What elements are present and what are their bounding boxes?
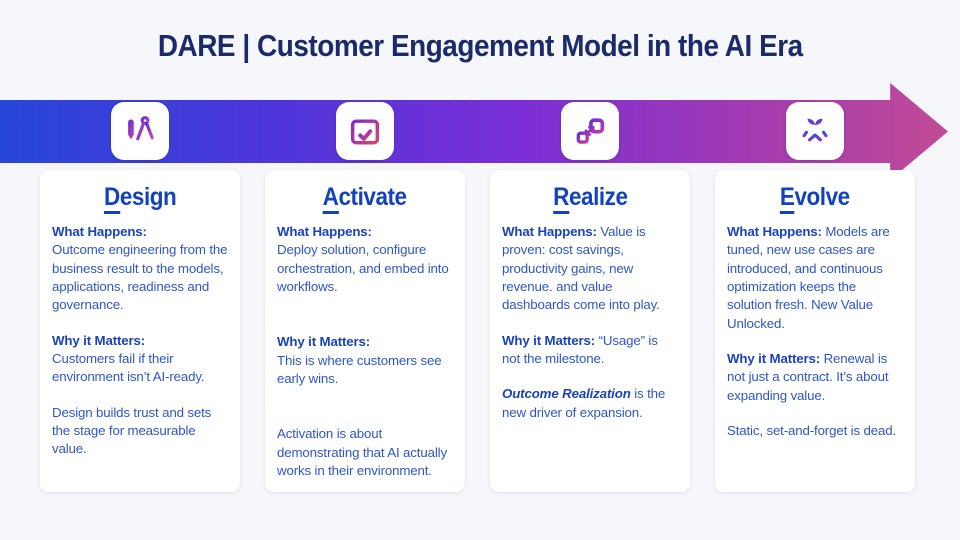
what-happens-text: Value is proven: cost savings, productiv… — [502, 224, 660, 313]
design-stage-icon-tile — [111, 102, 169, 160]
page-title: DARE | Customer Engagement Model in the … — [0, 28, 960, 64]
stage-body: What Happens: Models are tuned, new use … — [715, 223, 915, 440]
expand-scale-icon — [576, 118, 605, 144]
what-happens-section: What Happens: Outcome engineering from th… — [52, 223, 228, 315]
stage-name-rest: esign — [119, 183, 177, 211]
why-it-matters-label: Why it Matters: — [52, 332, 146, 348]
why-it-matters-section: Why it Matters: Customers fail if their e… — [52, 332, 228, 387]
stage-heading-design: Design — [40, 183, 240, 214]
why-it-matters-text: Customers fail if their environment isn’… — [52, 351, 205, 385]
why-it-matters-text: Renewal is not just a contract. It’s abo… — [727, 351, 889, 403]
why-it-matters-text: “Usage” is not the milestone. — [502, 332, 658, 367]
stage-body: What Happens: Outcome engineering from th… — [40, 223, 240, 459]
stage-initial: D — [103, 183, 120, 214]
what-happens-text: Outcome engineering from the business re… — [52, 242, 228, 313]
closing-section: Activation is about demonstrating that A… — [277, 425, 453, 480]
stage-name-rest: volve — [794, 183, 851, 211]
closing-section: Design builds trust and sets the stage f… — [52, 404, 228, 459]
what-happens-section: What Happens: Deploy solution, configure … — [277, 223, 453, 296]
what-happens-label: What Happens: — [52, 224, 147, 239]
what-happens-label: What Happens: — [277, 224, 372, 239]
closing-text: is the new driver of expansion. — [502, 386, 666, 420]
stage-card-realize: Realize What Happens: Value is proven: c… — [490, 170, 690, 492]
design-tools-icon — [128, 116, 154, 141]
stage-card-evolve: Evolve What Happens: Models are tuned, n… — [715, 170, 915, 492]
growth-roots-icon — [800, 118, 830, 144]
why-it-matters-label: Why it Matters: — [277, 334, 371, 350]
what-happens-section: What Happens: Value is proven: cost savi… — [502, 223, 678, 315]
evolve-stage-icon-tile — [786, 102, 844, 160]
stage-name-rest: ctivate — [338, 183, 408, 211]
stage-initial: E — [780, 183, 795, 214]
activate-stage-icon-tile — [336, 102, 394, 160]
calendar-check-icon — [350, 115, 380, 145]
why-it-matters-label: Why it Matters: — [502, 332, 596, 348]
stage-initial: A — [323, 183, 339, 214]
closing-text: Design builds trust and sets the stage f… — [52, 404, 212, 457]
closing-text: Activation is about demonstrating that A… — [277, 426, 447, 479]
stage-heading-realize: Realize — [490, 183, 690, 214]
what-happens-text: Deploy solution, configure orchestration… — [277, 242, 449, 295]
why-it-matters-section: Why it Matters: Renewal is not just a co… — [727, 350, 903, 405]
what-happens-section: What Happens: Models are tuned, new use … — [727, 223, 903, 333]
closing-text: Static, set-and-forget is dead. — [727, 423, 897, 439]
what-happens-label: What Happens: — [727, 224, 822, 239]
stage-name-rest: ealize — [568, 183, 628, 211]
page-title-text: DARE | Customer Engagement Model in the … — [157, 28, 803, 63]
why-it-matters-section: Why it Matters: This is where customers s… — [277, 333, 453, 388]
why-it-matters-text: This is where customers see early wins. — [277, 352, 442, 387]
closing-section: Static, set-and-forget is dead. — [727, 422, 903, 440]
stage-body: What Happens: Deploy solution, configure … — [265, 223, 465, 480]
why-it-matters-section: Why it Matters: “Usage” is not the miles… — [502, 332, 678, 369]
closing-section: Outcome Realization is the new driver of… — [502, 385, 678, 422]
outcome-realization-emphasis: Outcome Realization — [502, 386, 631, 402]
stage-heading-evolve: Evolve — [715, 183, 915, 214]
stage-body: What Happens: Value is proven: cost savi… — [490, 223, 690, 422]
stage-card-activate: Activate What Happens: Deploy solution, c… — [265, 170, 465, 492]
stage-heading-activate: Activate — [265, 183, 465, 214]
stage-initial: R — [552, 183, 569, 214]
realize-stage-icon-tile — [561, 102, 619, 160]
what-happens-label: What Happens: — [502, 224, 597, 239]
why-it-matters-label: Why it Matters: — [727, 351, 821, 367]
what-happens-text: Models are tuned, new use cases are intr… — [727, 224, 890, 331]
stage-card-design: Design What Happens: Outcome engineering … — [40, 170, 240, 492]
